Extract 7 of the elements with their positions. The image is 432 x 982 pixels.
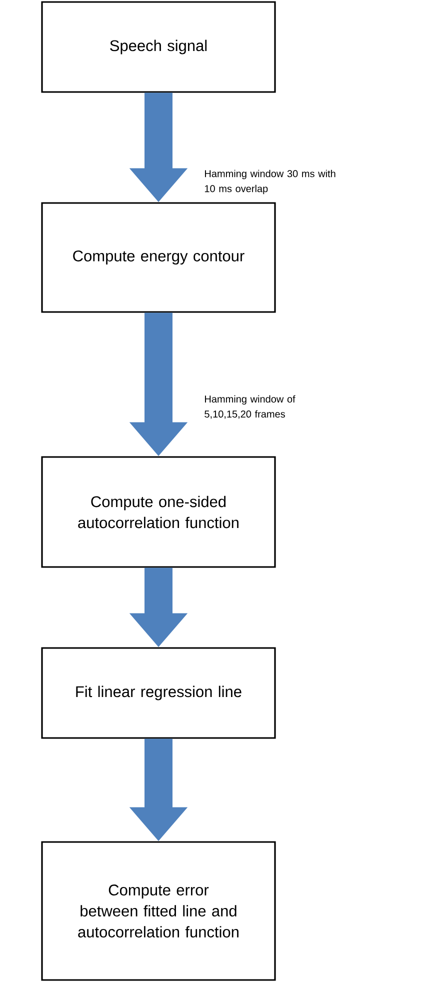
- process-box: Compute error between fitted line and autocorrelation function: [41, 841, 276, 981]
- edge-label: Hamming window of 5,10,15,20 frames: [204, 395, 296, 419]
- process-box: Compute one-sided autocorrelation function: [41, 456, 276, 568]
- edge-label: Hamming window 30 ms with 10 ms overlap: [204, 170, 336, 194]
- process-box: Speech signal: [41, 1, 276, 93]
- process-box: Compute energy contour: [41, 202, 276, 313]
- process-box: Fit linear regression line: [41, 647, 276, 739]
